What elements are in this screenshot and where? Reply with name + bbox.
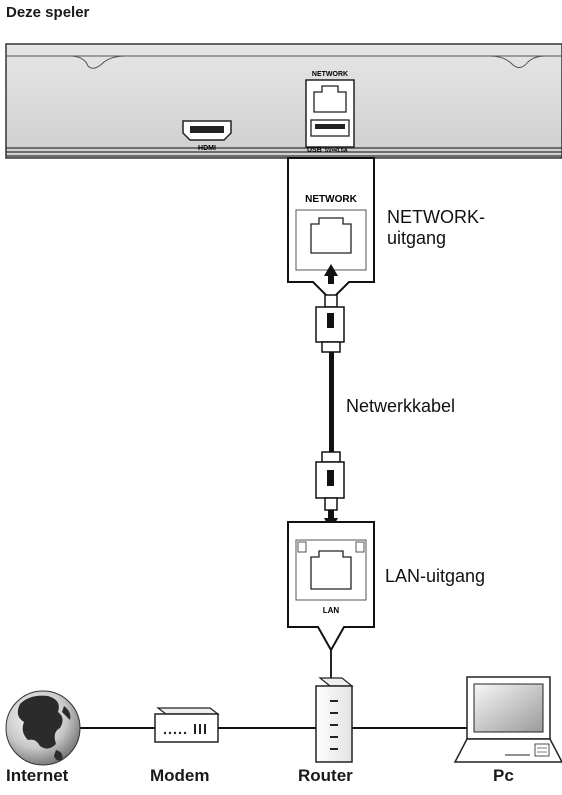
network-cable [315,294,345,511]
player-network-label: NETWORK [312,71,348,78]
ethernet-jack-icon [313,85,347,113]
arrow-up-icon [324,264,338,284]
lan-output-callout: LAN-uitgang [385,566,486,586]
lan-output-label: LAN [323,606,340,615]
device-label-pc: Pc [493,766,514,785]
page-title: Deze speler [6,4,90,21]
network-output-panel [287,157,375,302]
laptop-icon [453,676,562,763]
cable-callout: Netwerkkabel [346,396,456,416]
lan-output-panel [287,521,375,653]
player-rear-panel [5,43,562,159]
usb-label: USB [307,147,322,154]
router-icon [315,650,354,763]
usb-port-icon [310,119,350,137]
network-output-label: NETWORK [305,194,357,205]
device-label-internet: Internet [6,766,69,785]
device-label-router: Router [298,766,353,785]
modem-icon [154,707,220,743]
globe-icon [5,690,81,766]
device-label-modem: Modem [150,766,210,785]
hdmi-port-icon [182,120,232,141]
usb-rating: 5V⎓0.5A [325,148,348,154]
network-output-callout-line2: uitgang [387,228,447,248]
network-output-callout-line1: NETWORK- [387,207,485,227]
hdmi-label: HDMI [198,145,216,152]
network-output-callout: NETWORK- uitgang [387,207,485,249]
